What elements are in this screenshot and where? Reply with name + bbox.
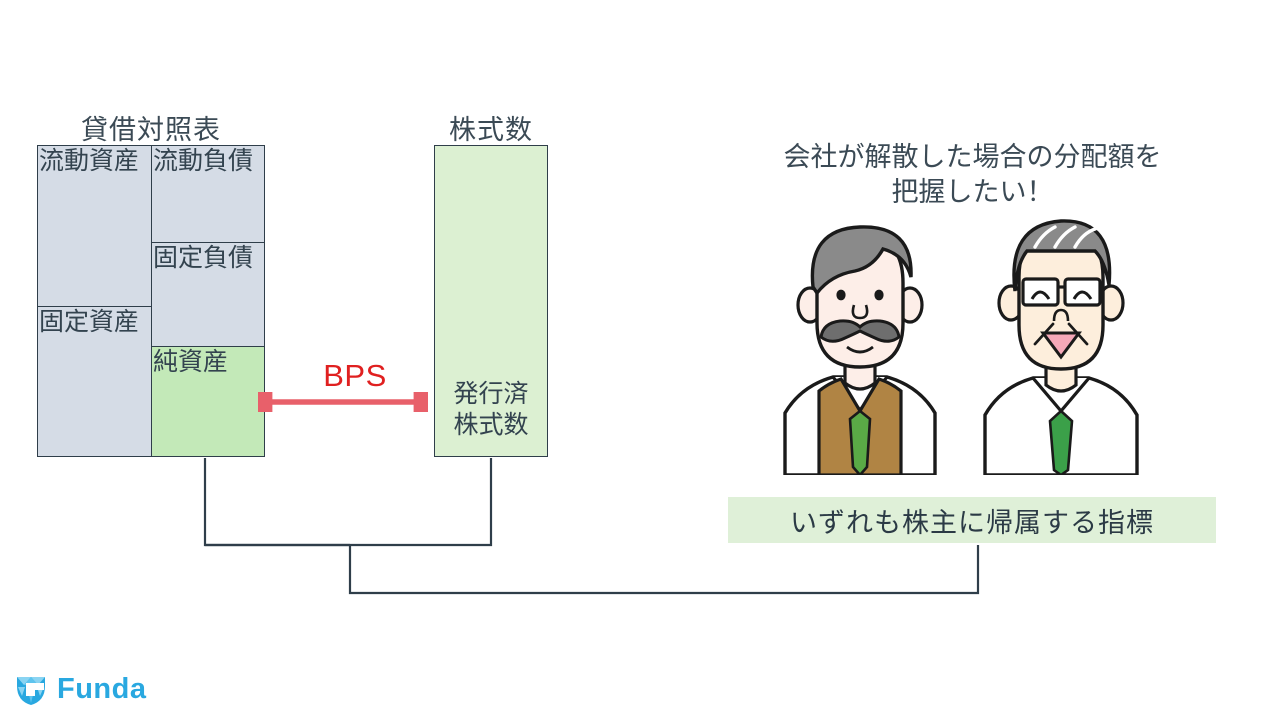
- headline-text: 会社が解散した場合の分配額を 把握したい！: [715, 140, 1230, 209]
- summary-banner-text: いずれも株主に帰属する指標: [790, 507, 1154, 538]
- shares-outstanding-label-group: 発行済 株式数: [435, 379, 547, 440]
- diamond-gem-icon: [17, 677, 45, 705]
- shares-label-line2: 株式数: [453, 410, 529, 439]
- shares-outstanding-box: 発行済 株式数: [434, 145, 548, 457]
- summary-banner: いずれも株主に帰属する指標: [728, 497, 1216, 543]
- bespectacled-man-illustration: [983, 219, 1139, 475]
- bps-label: BPS: [323, 358, 387, 393]
- bs-cell-net-assets: 純資産: [151, 346, 265, 457]
- shares-caption: 株式数: [449, 115, 533, 145]
- bs-cell-fixed-assets: 固定資産: [37, 306, 152, 457]
- bps-double-arrow-icon: [258, 392, 428, 412]
- mustached-man-illustration: [783, 225, 937, 475]
- headline-line1: 会社が解散した場合の分配額を: [783, 142, 1162, 172]
- headline-line2: 把握したい！: [891, 176, 1054, 207]
- bs-cell-current-liabilities: 流動負債: [151, 145, 265, 243]
- bs-cell-fixed-liabilities-label: 固定負債: [153, 244, 254, 272]
- bs-cell-current-liabilities-label: 流動負債: [153, 147, 254, 175]
- funda-logo-text: Funda: [57, 672, 147, 705]
- funda-logo[interactable]: Funda: [14, 672, 147, 706]
- bs-cell-fixed-liabilities: 固定負債: [151, 242, 265, 347]
- bs-cell-net-assets-label: 純資産: [153, 348, 229, 376]
- bs-cell-fixed-assets-label: 固定資産: [39, 308, 140, 336]
- two-businessmen-illustration: [783, 219, 1139, 475]
- balance-sheet-diagram: 流動資産 固定資産 流動負債 固定負債 純資産: [37, 145, 265, 457]
- balance-sheet-caption: 貸借対照表: [81, 115, 221, 145]
- bs-cell-current-assets-label: 流動資産: [39, 147, 140, 175]
- shares-label-line1: 発行済: [453, 380, 529, 408]
- bs-cell-current-assets: 流動資産: [37, 145, 152, 307]
